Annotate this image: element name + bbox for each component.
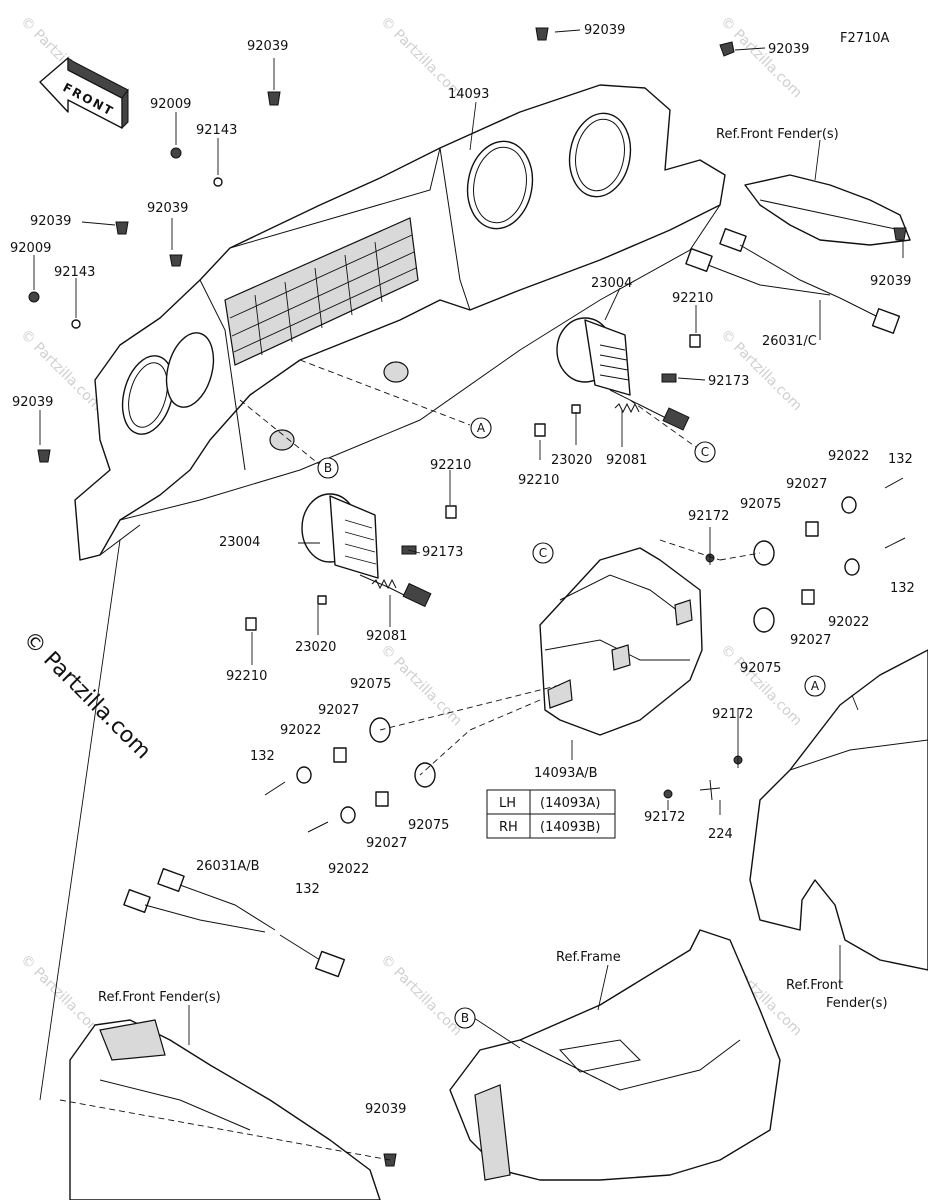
- part-labels: 92039 92039 92039 92009 92143 14093 9203…: [10, 23, 915, 1117]
- part-label: 132: [890, 581, 915, 596]
- part-label: 92143: [196, 123, 237, 138]
- ref-front-fender-bottom: Ref.Front Fender(s): [98, 990, 221, 1005]
- part-label: 92210: [430, 458, 471, 473]
- part-label: 92039: [30, 214, 71, 229]
- table-part-rh: (14093B): [540, 820, 600, 835]
- part-label: 92172: [644, 810, 685, 825]
- part-label: 92039: [147, 201, 188, 216]
- part-label: 92210: [672, 291, 713, 306]
- part-label: 92009: [150, 97, 191, 112]
- part-label: 92039: [365, 1102, 406, 1117]
- part-label: 92210: [226, 669, 267, 684]
- part-label: 23004: [591, 276, 632, 291]
- part-label: 92173: [708, 374, 749, 389]
- part-label: 92039: [247, 39, 288, 54]
- callout-label: A: [477, 421, 486, 435]
- part-label: 92075: [408, 818, 449, 833]
- watermark-tile: © Partzilla.com: [17, 952, 105, 1040]
- part-label: 92081: [366, 629, 407, 644]
- side-table: LH (14093A) RH (14093B): [486, 789, 616, 839]
- part-label: 92027: [318, 703, 359, 718]
- fasteners: [28, 27, 907, 1167]
- part-label: 92075: [740, 661, 781, 676]
- callout-b1: B: [317, 457, 339, 479]
- callout-label: B: [324, 461, 332, 475]
- part-label: 92039: [768, 42, 809, 57]
- callout-b2: B: [454, 1007, 476, 1029]
- ref-front-fender-right-line2: Fender(s): [826, 996, 888, 1011]
- part-label: 14093: [448, 87, 489, 102]
- callout-c1: C: [694, 441, 716, 463]
- front-fender-ref-right: [749, 649, 928, 971]
- harness-26031c: [685, 228, 901, 334]
- bracket-14093ab: [539, 547, 703, 736]
- part-label: 92081: [606, 453, 647, 468]
- part-label: 92039: [584, 23, 625, 38]
- part-label: 92022: [828, 615, 869, 630]
- part-label: 26031A/B: [196, 859, 260, 874]
- part-label: 92022: [280, 723, 321, 738]
- harness-26031ab: [123, 868, 346, 978]
- table-side-lh: LH: [499, 796, 516, 811]
- part-label: 92027: [790, 633, 831, 648]
- part-label: 23020: [551, 453, 592, 468]
- part-label: 92173: [422, 545, 463, 560]
- reference-labels: Ref.Front Fender(s) Ref.Frame Ref.Front …: [98, 127, 888, 1011]
- part-label: 132: [250, 749, 275, 764]
- callout-label: A: [811, 679, 820, 693]
- part-label: 92039: [12, 395, 53, 410]
- part-label: 132: [888, 452, 913, 467]
- ref-front-fender-top: Ref.Front Fender(s): [716, 127, 839, 142]
- callout-a2: A: [804, 675, 826, 697]
- ref-frame: Ref.Frame: [556, 950, 621, 965]
- headlight-23004-lower: [301, 493, 432, 608]
- part-label: 224: [708, 827, 733, 842]
- part-label: 23004: [219, 535, 260, 550]
- front-fender-ref-bottom: [69, 1019, 381, 1200]
- part-label: 14093A/B: [534, 766, 598, 781]
- part-label: 92022: [828, 449, 869, 464]
- callout-label: C: [701, 445, 709, 459]
- part-label: 92210: [518, 473, 559, 488]
- part-label: 92172: [712, 707, 753, 722]
- table-part-lh: (14093A): [540, 796, 600, 811]
- part-label: 92172: [688, 509, 729, 524]
- callout-c2: C: [532, 542, 554, 564]
- part-label: 92027: [786, 477, 827, 492]
- table-side-rh: RH: [499, 820, 518, 835]
- part-label: 92075: [350, 677, 391, 692]
- part-label: 92143: [54, 265, 95, 280]
- callout-a1: A: [470, 417, 492, 439]
- part-label: 92075: [740, 497, 781, 512]
- part-label: 92039: [870, 274, 911, 289]
- diagram-code: F2710A: [840, 31, 890, 46]
- frame-ref: [449, 929, 781, 1181]
- rubber-bumper: [383, 361, 409, 383]
- front-fender-ref-top: [744, 174, 911, 246]
- watermark-tile: © Partzilla.com: [717, 14, 805, 102]
- watermark-side: © Partzilla.com: [18, 627, 156, 765]
- ref-front-fender-right-line1: Ref.Front: [786, 978, 843, 993]
- headlight-23004-upper: [556, 317, 690, 431]
- part-label: 26031/C: [762, 334, 817, 349]
- callout-label: C: [539, 546, 547, 560]
- leader-lines: [33, 29, 904, 1161]
- rubber-bumper: [269, 429, 295, 451]
- part-label: 92022: [328, 862, 369, 877]
- part-label: 92027: [366, 836, 407, 851]
- headlight-cover-14093: [74, 84, 726, 561]
- part-label: 92009: [10, 241, 51, 256]
- part-label: 23020: [295, 640, 336, 655]
- callout-label: B: [461, 1011, 469, 1025]
- watermark-tile: © Partzilla.com: [377, 952, 465, 1040]
- front-arrow-icon: FRONT: [39, 57, 129, 130]
- part-label: 132: [295, 882, 320, 897]
